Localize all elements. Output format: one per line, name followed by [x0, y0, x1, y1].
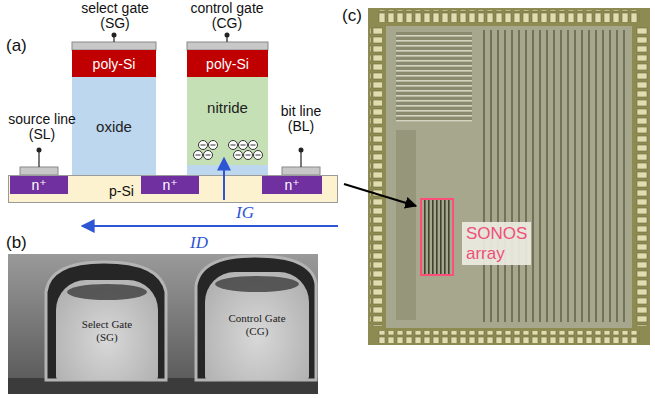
nitride-layer-text: nitride [207, 99, 248, 116]
doped-region-text: n⁺ [162, 177, 177, 193]
doped-region: n⁺ [262, 176, 322, 194]
panel-letter: (a) [6, 36, 27, 56]
terminal-wire [300, 152, 301, 167]
chip-die [368, 8, 650, 345]
terminal-wire [226, 37, 227, 42]
tem-image [8, 254, 318, 394]
current-label: ID [190, 233, 208, 253]
chip-core [386, 26, 632, 328]
tunnel-oxide [187, 165, 268, 175]
terminal-label: control gate (CG) [177, 1, 277, 31]
poly-si-layer: poly-Si [72, 50, 156, 77]
circuit-block [396, 130, 416, 320]
panel-letter: (c) [342, 6, 362, 26]
tem-gate-text: Select Gate (SG) [71, 318, 143, 344]
terminal-label: bit line (BL) [268, 104, 334, 134]
electron [239, 141, 248, 150]
tem-dark-region [215, 276, 299, 292]
electron [244, 151, 253, 160]
tem-gate-dome [46, 262, 166, 380]
bond-pads [378, 331, 640, 343]
routing-lines [478, 30, 628, 322]
gate-contact [72, 42, 156, 50]
electron [194, 151, 203, 160]
bond-pads [370, 26, 382, 326]
substrate-band: p-Si n⁺ n⁺ n⁺ [8, 175, 338, 203]
doped-region: n⁺ [141, 176, 199, 194]
gate-contact [187, 42, 268, 50]
electron [229, 141, 238, 150]
array-highlight-text: SONOS array [462, 222, 531, 265]
oxide-layer: oxide [72, 77, 156, 175]
tem-dark-region [67, 284, 147, 300]
memory-array-lines [422, 200, 452, 274]
panel-letter: (b) [6, 233, 27, 253]
terminal-dot [112, 33, 117, 38]
drain-current-arrow [82, 225, 338, 227]
doped-region-text: n⁺ [284, 177, 299, 193]
tem-background [8, 254, 318, 394]
terminal-label: source line (SL) [2, 112, 82, 142]
terminal-dot [37, 148, 42, 153]
terminal-wire [113, 37, 114, 42]
bond-pads [378, 10, 640, 22]
circuit-block [396, 32, 472, 122]
trapped-electrons [194, 141, 263, 160]
poly-si-layer-text: poly-Si [93, 56, 136, 72]
chip-photo [344, 8, 650, 345]
doped-region: n⁺ [10, 176, 68, 194]
poly-si-layer: poly-Si [187, 50, 268, 77]
tem-gate-dome [196, 256, 316, 380]
electron [204, 151, 213, 160]
pointer-arrow [344, 184, 416, 206]
electron [234, 151, 243, 160]
tem-gate-text: Control Gate (CG) [221, 312, 293, 338]
electron [249, 141, 258, 150]
poly-si-layer-text: poly-Si [206, 56, 249, 72]
circuit-block [396, 32, 472, 122]
current-label: IG [236, 203, 254, 223]
doped-region-text: n⁺ [31, 177, 46, 193]
bond-pads [636, 26, 648, 326]
source-contact [20, 167, 58, 175]
gate-current-arrow [223, 158, 225, 200]
array-highlight: SONOS array [420, 198, 454, 276]
drain-contact [282, 167, 320, 175]
oxide-layer-text: oxide [96, 118, 132, 135]
terminal-wire [38, 152, 39, 167]
electron [199, 141, 208, 150]
terminal-dot [225, 33, 230, 38]
substrate-band-text: p-Si [109, 183, 134, 199]
terminal-label: select gate (SG) [70, 1, 160, 31]
electron [254, 151, 263, 160]
electron [209, 141, 218, 150]
terminal-dot [299, 148, 304, 153]
